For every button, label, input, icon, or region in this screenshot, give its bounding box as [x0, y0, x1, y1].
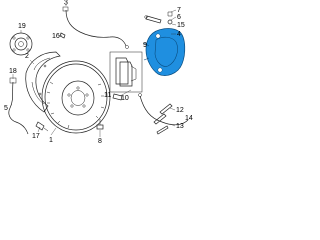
callout-1: 1 — [49, 137, 53, 144]
bleeder-screw — [144, 15, 162, 24]
callout-17: 17 — [32, 133, 40, 140]
hose-bracket — [112, 93, 123, 101]
wheel-hub — [9, 30, 33, 56]
wire-clip — [59, 32, 66, 39]
callout-15: 15 — [177, 22, 185, 29]
callout-3: 3 — [64, 0, 68, 7]
callout-10: 10 — [121, 95, 129, 102]
brake-assembly-diagram: 19 3 16 2 18 5 17 1 8 10 11 9 4 7 6 15 1… — [4, 0, 193, 145]
callout-12: 12 — [176, 107, 184, 114]
callout-5: 5 — [4, 105, 8, 112]
callout-13: 13 — [176, 123, 184, 130]
callout-19: 19 — [18, 23, 26, 30]
brake-caliper — [143, 28, 186, 76]
bleeder-cap — [167, 11, 173, 25]
rotor-bolt — [96, 119, 104, 130]
callout-8: 8 — [98, 138, 102, 145]
caliper-bolts — [153, 103, 173, 135]
callout-18: 18 — [9, 68, 17, 75]
callout-16: 16 — [52, 33, 60, 40]
leader-lines — [12, 9, 177, 137]
callout-2: 2 — [25, 53, 29, 60]
callout-6: 6 — [177, 14, 181, 21]
callout-7: 7 — [177, 7, 181, 14]
brake-rotor — [41, 60, 111, 134]
abs-sensor — [35, 121, 49, 132]
callout-9: 9 — [143, 42, 147, 49]
callout-4: 4 — [177, 31, 181, 38]
brake-hose — [138, 93, 189, 126]
callout-14: 14 — [185, 115, 193, 122]
brake-pad-set — [109, 51, 143, 93]
abs-sensor-cable — [8, 77, 29, 135]
callout-11: 11 — [104, 92, 111, 99]
wear-sensor-wire — [62, 4, 129, 49]
